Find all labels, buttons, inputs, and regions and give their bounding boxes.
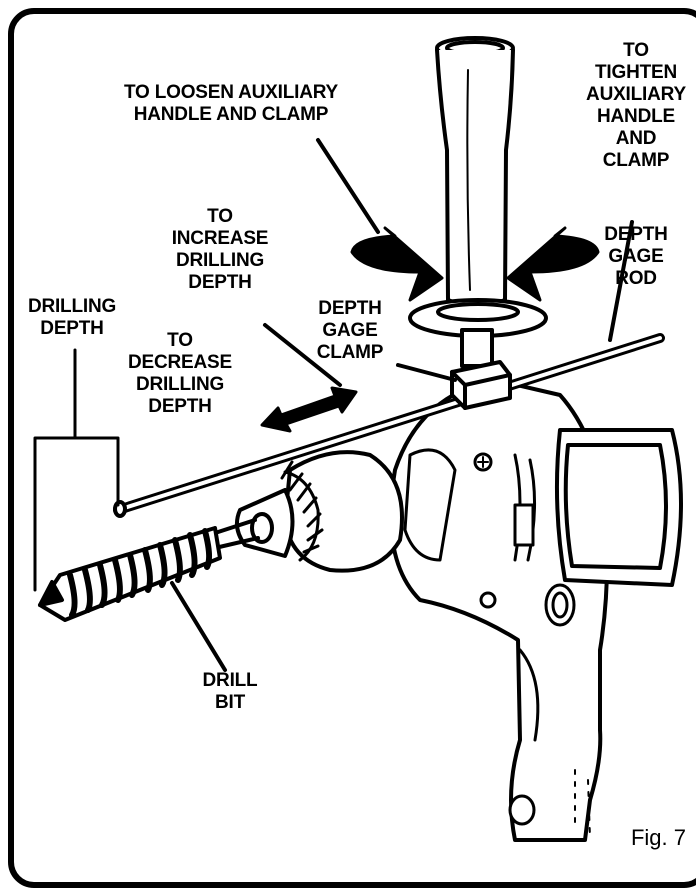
- increase-depth-label: TO INCREASE DRILLING DEPTH: [171, 206, 269, 293]
- depth-gage-clamp-label: DEPTH GAGE CLAMP: [316, 298, 384, 363]
- drill-body: [388, 378, 683, 842]
- auxiliary-handle: [408, 36, 548, 368]
- depth-gage-clamp: [450, 360, 512, 410]
- depth-adjust-arrow: [260, 386, 358, 433]
- rotation-arrows: [350, 226, 600, 302]
- drill-bit-label: DRILL BIT: [202, 670, 258, 713]
- drill-chuck: [234, 450, 404, 573]
- depth-gage-rod: [113, 333, 665, 518]
- drill-illustration: [33, 36, 683, 842]
- figure-number: Fig. 7: [630, 825, 686, 850]
- decrease-depth-label: TO DECREASE DRILLING DEPTH: [128, 330, 232, 417]
- tighten-handle-label: TO TIGHTEN AUXILIARY HANDLE AND CLAMP: [586, 40, 686, 171]
- loosen-handle-label: TO LOOSEN AUXILIARY HANDLE AND CLAMP: [123, 82, 338, 125]
- drilling-depth-label: DRILLING DEPTH: [27, 296, 117, 339]
- drill-bit: [38, 518, 260, 622]
- drilling-depth-bracket: [33, 348, 120, 592]
- depth-gage-rod-label: DEPTH GAGE ROD: [604, 224, 668, 289]
- leader-lines: [170, 138, 634, 672]
